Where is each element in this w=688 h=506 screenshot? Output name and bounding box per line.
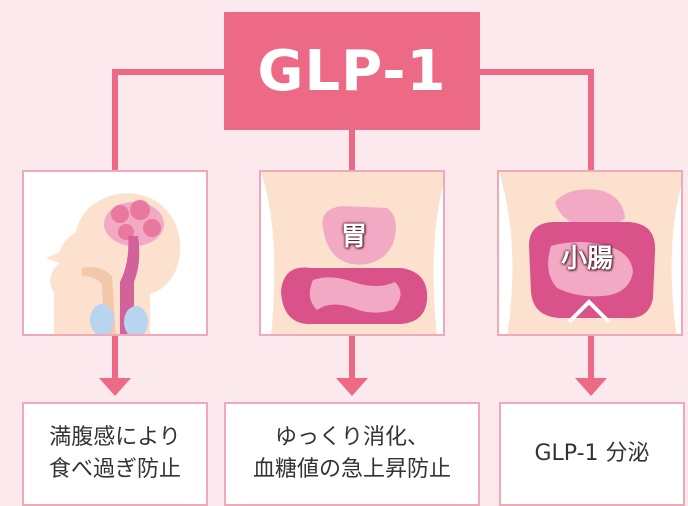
connector-top-right — [478, 69, 594, 75]
result-secretion-line1: GLP-1 分泌 — [534, 441, 650, 467]
connector-left-down — [112, 69, 118, 172]
diagram-title: GLP-1 — [257, 38, 447, 104]
connector-top-left — [112, 69, 226, 75]
small-intestine-icon — [499, 172, 681, 334]
small-intestine-label: 小腸 — [561, 244, 614, 274]
result-digestion-line2: 血糖値の急上昇防止 — [252, 457, 451, 482]
arrow-stem-center — [349, 334, 355, 382]
connector-right-down — [588, 69, 594, 172]
result-box-secretion: GLP-1 分泌 — [499, 402, 685, 506]
panel-small-intestine: 小腸 — [497, 170, 683, 336]
result-digestion-line1: ゆっくり消化、 — [274, 425, 429, 451]
result-box-satiety: 満腹感により 食べ過ぎ防止 — [22, 402, 208, 506]
result-satiety-line2: 食べ過ぎ防止 — [48, 457, 181, 482]
stomach-icon — [261, 172, 443, 334]
arrow-stem-left — [112, 334, 118, 382]
result-box-digestion: ゆっくり消化、 血糖値の急上昇防止 — [224, 402, 480, 506]
connector-center-down — [349, 128, 355, 172]
arrow-head-right — [575, 378, 607, 396]
result-satiety-line1: 満腹感により — [49, 425, 181, 451]
title-box: GLP-1 — [224, 12, 480, 130]
panel-stomach: 胃 — [259, 170, 445, 336]
arrow-stem-right — [588, 334, 594, 382]
arrow-head-center — [336, 378, 368, 396]
panel-brain — [22, 170, 208, 336]
stomach-label: 胃 — [341, 222, 368, 252]
brain-head-icon — [46, 193, 181, 334]
arrow-head-left — [99, 378, 131, 396]
